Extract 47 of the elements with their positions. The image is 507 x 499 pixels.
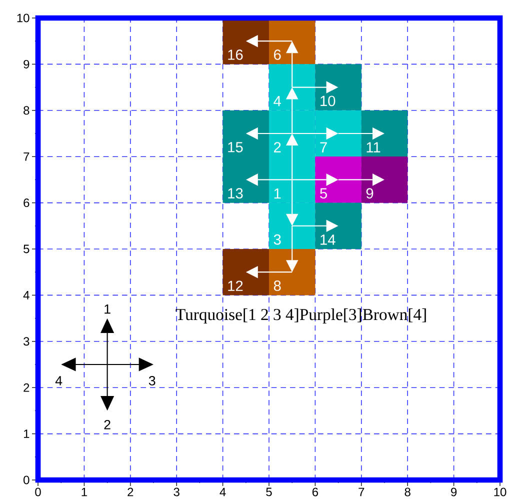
tick-label: 5 [266, 488, 272, 496]
direction-label: 1 [104, 304, 110, 314]
grid-cell: 15 [222, 110, 270, 157]
node-label: 4 [274, 96, 281, 106]
tick-label: 0 [35, 488, 41, 496]
tick-label: 3 [174, 488, 180, 496]
tick-label: 9 [24, 60, 30, 68]
grid-cell: 1 [268, 156, 316, 203]
tick-label: 8 [404, 488, 410, 496]
grid-cell: 13 [222, 156, 270, 203]
tick-label: 5 [24, 244, 30, 254]
node-label: 13 [228, 188, 243, 199]
tick-label: 4 [220, 488, 226, 496]
node-label: 7 [320, 142, 327, 152]
tick-label: 3 [24, 337, 30, 346]
direction-label: 2 [104, 420, 110, 430]
tick-label: 10 [17, 14, 30, 22]
node-label: 1 [274, 188, 281, 199]
tick-label: 8 [24, 106, 30, 115]
tick-label: 0 [24, 476, 30, 484]
tick-label: 7 [358, 488, 364, 496]
grid-cell: 4 [268, 64, 316, 110]
grid-cell: 12 [222, 248, 270, 296]
direction-label: 3 [148, 376, 156, 386]
tick-label: 1 [82, 488, 87, 496]
tick-label: 2 [128, 488, 134, 496]
node-label: 3 [274, 234, 281, 245]
grid-cell: 9 [361, 156, 408, 203]
tick-label: 6 [312, 488, 318, 496]
grid-cell: 14 [315, 202, 362, 250]
direction-label: 4 [55, 376, 62, 386]
tick-label: 9 [451, 488, 457, 496]
tick-label: 1 [24, 430, 30, 438]
grid-cell: 5 [315, 156, 362, 203]
tick-label: 7 [24, 152, 30, 161]
grid-cell: 3 [268, 202, 316, 250]
tick-label: 2 [24, 383, 30, 392]
node-label: 15 [228, 142, 243, 152]
grid-cell: 11 [361, 110, 408, 157]
color-note: Turquoise[1 2 3 4]Purple[3]Brown[4] [176, 308, 426, 324]
node-label: 2 [274, 142, 281, 152]
grid-cell: 7 [315, 110, 362, 157]
tick-label: 6 [24, 198, 30, 208]
tick-label: 10 [494, 488, 506, 496]
tick-label: 4 [23, 291, 30, 300]
grid-cell: 10 [315, 64, 362, 110]
grid-cell: 8 [268, 248, 316, 296]
